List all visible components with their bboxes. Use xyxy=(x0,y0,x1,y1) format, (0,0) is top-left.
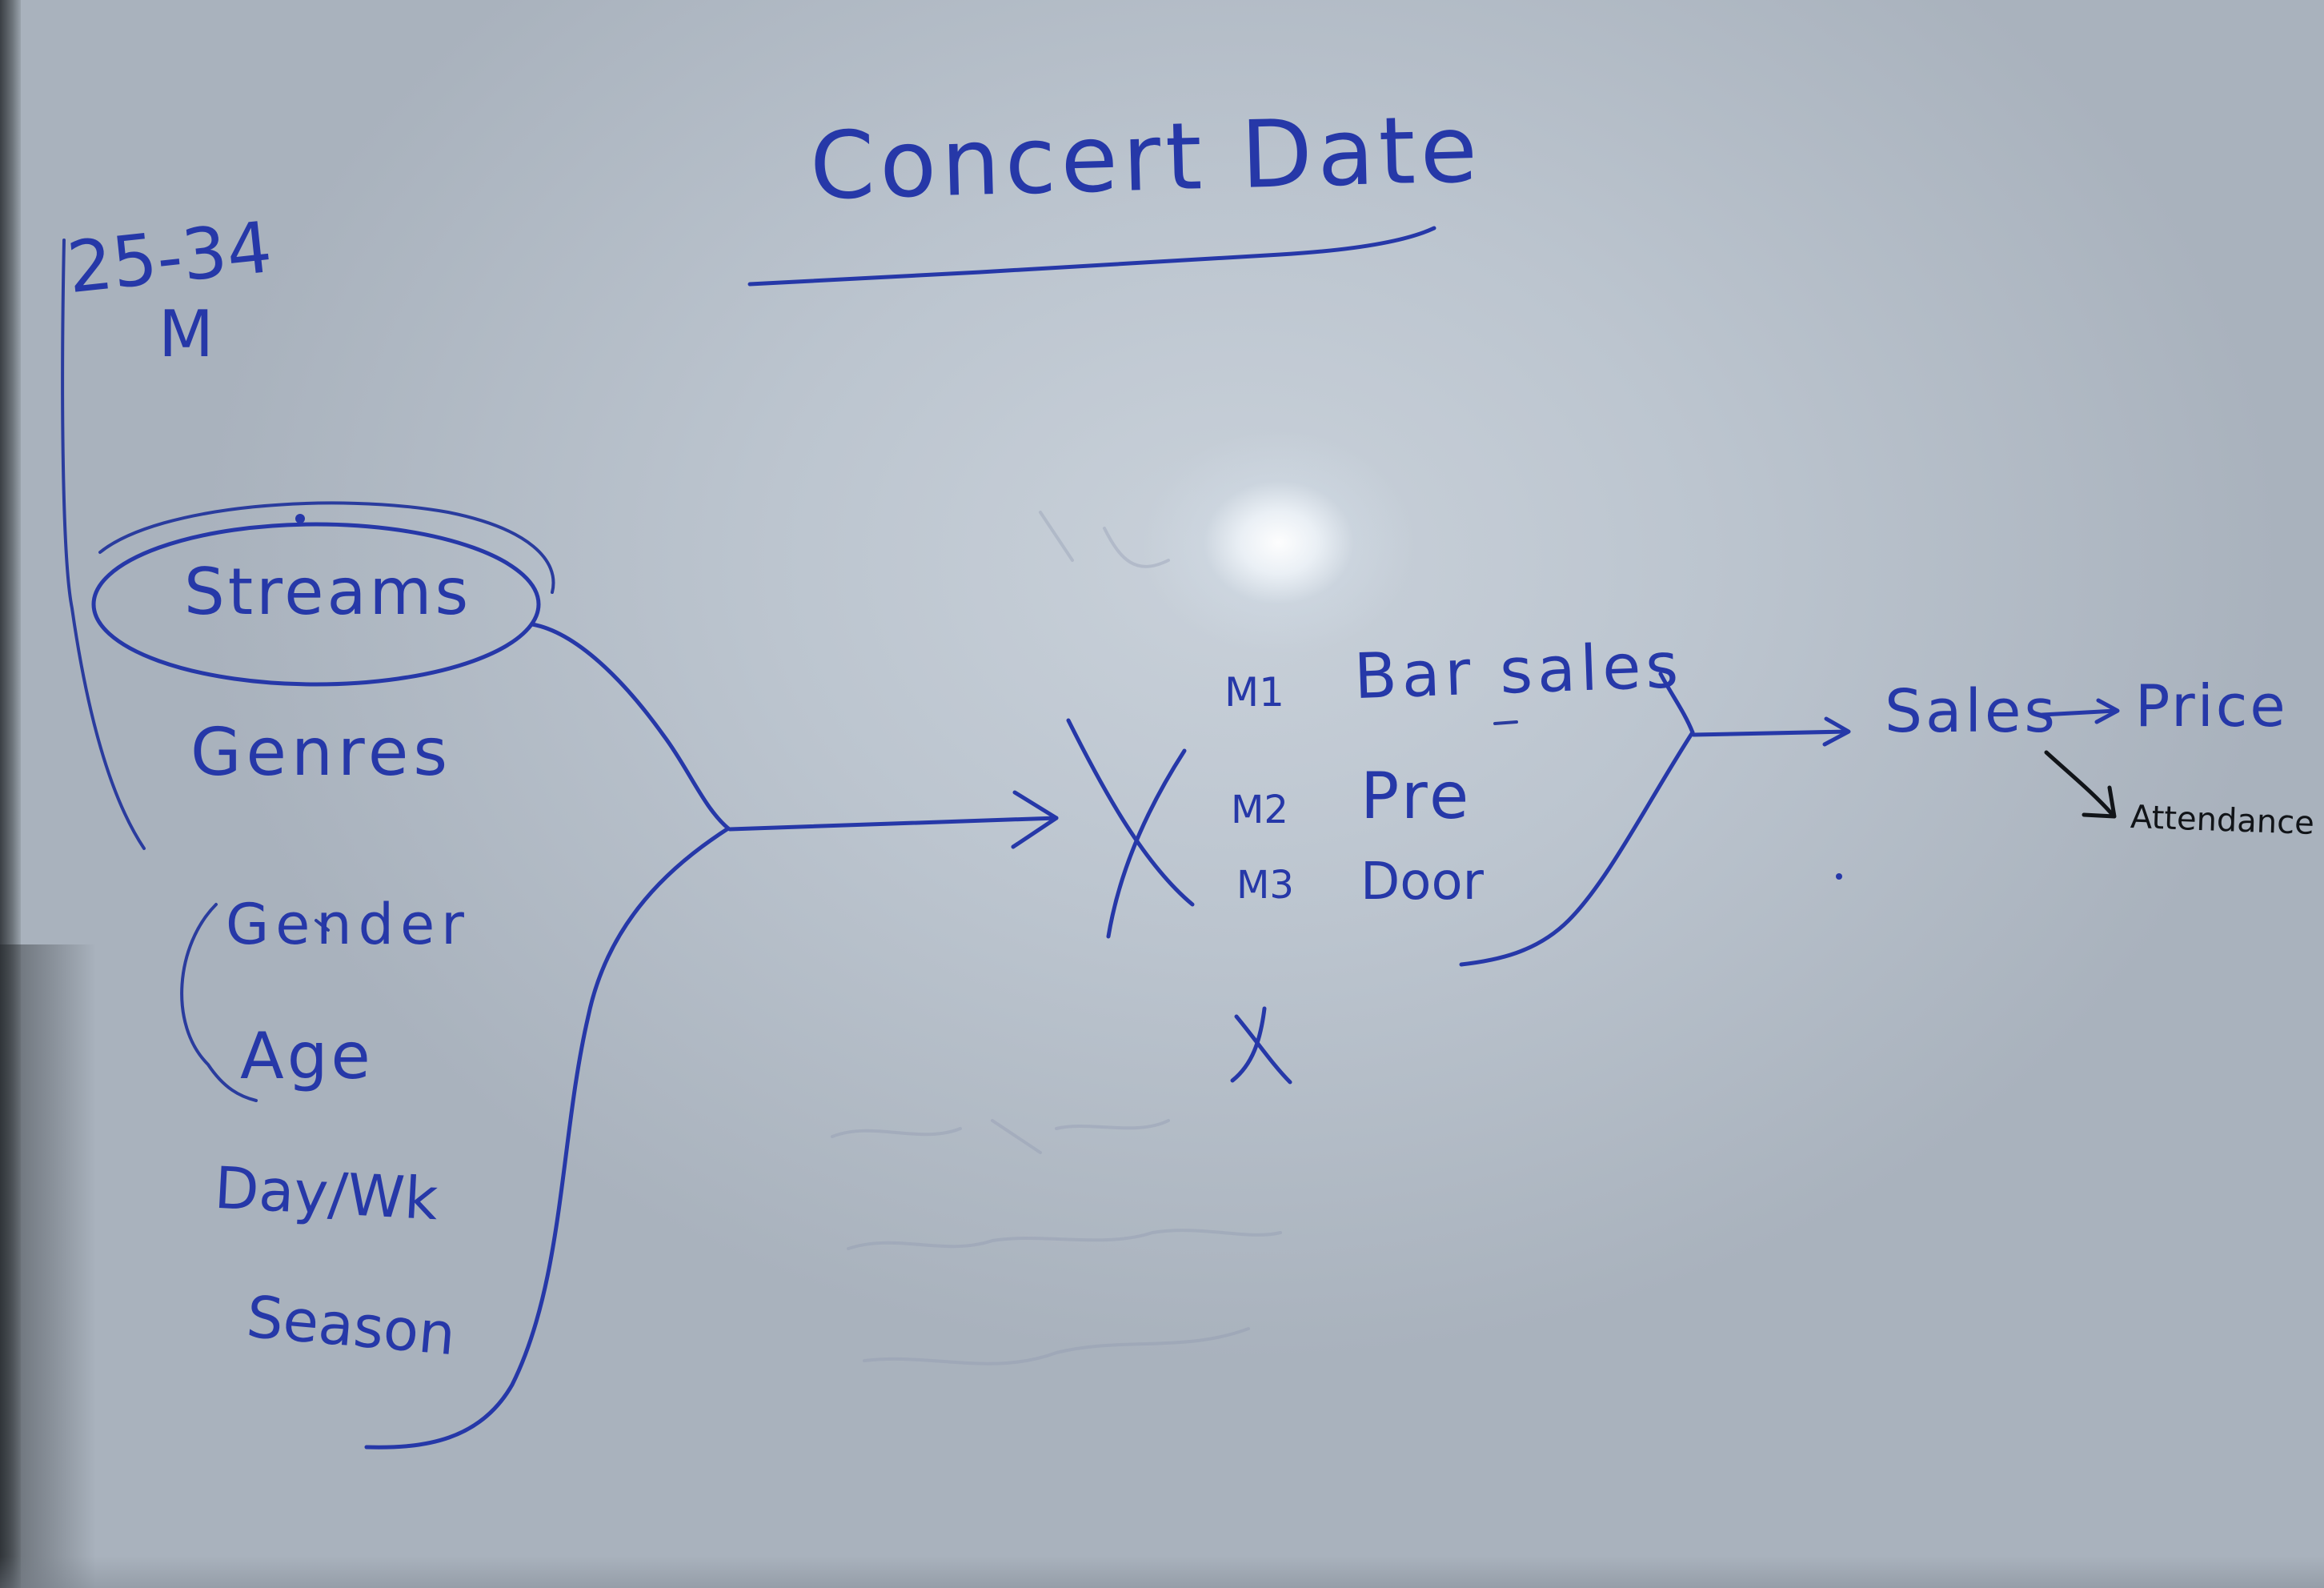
arrow-sales-to-price xyxy=(2040,708,2118,717)
streams-circle-outer xyxy=(98,501,555,594)
big-x-2 xyxy=(1106,748,1187,939)
arrow-sales-to-attendance-head xyxy=(2082,785,2117,819)
models-bracket-top xyxy=(1658,672,1695,735)
demographic-range: 25-34 xyxy=(63,205,276,310)
model-m1-id: M1 xyxy=(1224,669,1284,716)
small-x-2 xyxy=(1230,1006,1267,1083)
output-price: Price xyxy=(2135,672,2288,740)
ink-dot xyxy=(295,514,305,523)
big-x-1 xyxy=(1066,718,1195,907)
demographic-gender: M xyxy=(158,297,214,371)
feature-genres: Genres xyxy=(190,715,453,791)
streams-circle xyxy=(91,522,541,687)
features-bracket-top xyxy=(530,622,731,831)
model-m1-label: Bar sales xyxy=(1352,629,1685,714)
gender-age-bracket xyxy=(180,903,258,1102)
arrow-sales-to-attendance xyxy=(2044,750,2115,817)
output-sales: Sales xyxy=(1885,677,2058,746)
arrow-to-sales xyxy=(1691,729,1849,737)
output-attendance: Attendance xyxy=(2130,799,2315,842)
ghost-scribble-3 xyxy=(863,1327,1250,1365)
feature-streams: Streams xyxy=(184,555,472,629)
title-underline xyxy=(747,226,1436,287)
feature-gender: Gender xyxy=(226,892,471,957)
models-bracket-bottom xyxy=(1459,730,1695,967)
page-title: Concert Date xyxy=(808,95,1484,221)
ink-dash xyxy=(1493,720,1518,725)
ink-tick xyxy=(315,919,330,932)
model-m3-id: M3 xyxy=(1236,863,1294,908)
whiteboard-shadow xyxy=(0,944,96,1588)
feature-day-week: Day/Wk xyxy=(212,1153,440,1233)
left-margin-line xyxy=(61,239,146,850)
small-x-1 xyxy=(1234,1014,1292,1085)
arrow-to-x xyxy=(727,816,1059,832)
arrow-to-x-head xyxy=(1011,790,1059,849)
ghost-scribble-2 xyxy=(847,1229,1282,1250)
feature-season: Season xyxy=(243,1282,459,1369)
arrow-to-sales-head xyxy=(1822,716,1851,747)
whiteboard-frame-bottom xyxy=(0,1556,2324,1588)
features-bracket-bottom xyxy=(364,826,731,1450)
ghost-scribble-1 xyxy=(831,1119,1170,1154)
arrow-sales-to-price-head xyxy=(2094,698,2120,724)
model-m2-label: Pre xyxy=(1360,759,1473,833)
ghost-scribble-4 xyxy=(1039,511,1170,568)
model-m3-label: Door xyxy=(1360,852,1484,912)
ink-dot xyxy=(1836,873,1842,880)
feature-age: Age xyxy=(240,1019,374,1093)
model-m2-id: M2 xyxy=(1231,788,1288,832)
